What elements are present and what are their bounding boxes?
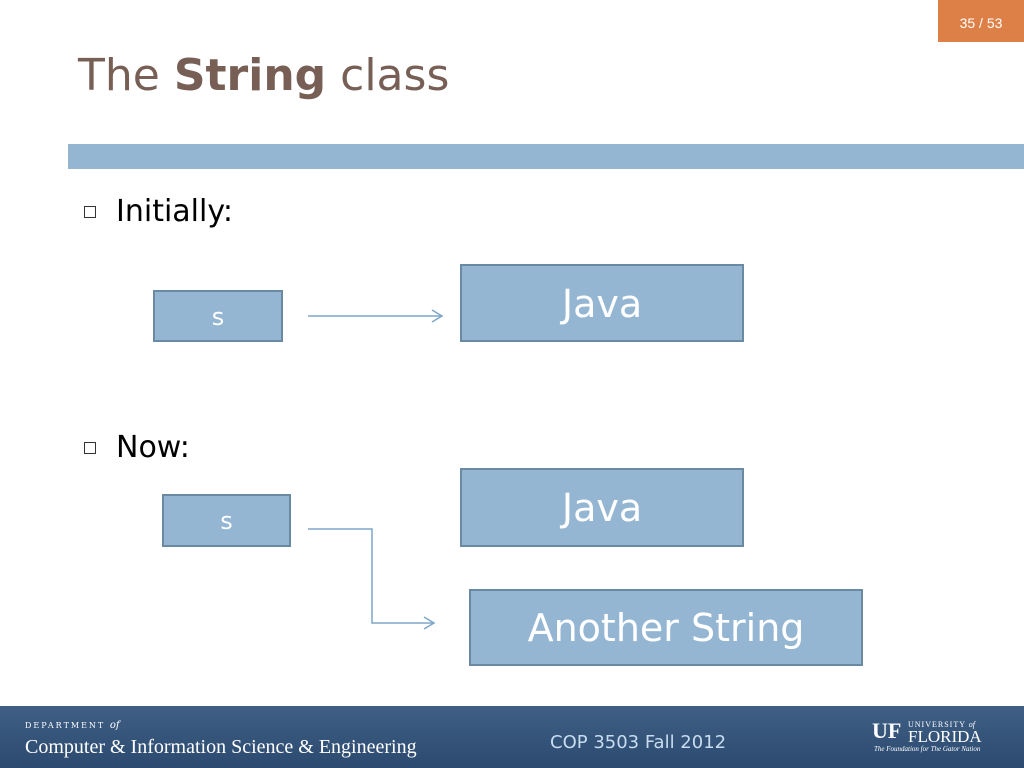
- title-bold: String: [173, 50, 327, 101]
- title-prefix: The: [78, 50, 174, 101]
- uf-mark: UF: [872, 718, 902, 743]
- uf-logo: UF UNIVERSITY of FLORIDA The Foundation …: [872, 720, 1002, 762]
- bullet-text: Now:: [116, 430, 190, 465]
- uf-university-word: UNIVERSITY: [908, 720, 966, 729]
- department-word: DEPARTMENT: [25, 721, 106, 730]
- square-bullet-icon: [84, 205, 96, 218]
- footer-bar: DEPARTMENT of Computer & Information Sci…: [0, 706, 1024, 768]
- object-box-java-now: Java: [460, 468, 744, 547]
- bullet-initially: Initially:: [84, 194, 233, 229]
- object-box-another-string: Another String: [469, 589, 863, 666]
- uf-university-label: UNIVERSITY of: [908, 720, 975, 729]
- department-name: Computer & Information Science & Enginee…: [25, 736, 417, 758]
- uf-of-word: of: [968, 720, 975, 729]
- slide-number: 35 / 53: [938, 0, 1024, 42]
- department-of: of: [109, 720, 120, 731]
- variable-box-s-now: s: [162, 494, 291, 547]
- uf-florida-label: FLORIDA: [908, 727, 982, 746]
- square-bullet-icon: [84, 441, 96, 454]
- title-underline-bar: [68, 144, 1024, 169]
- department-label: DEPARTMENT of: [25, 720, 120, 731]
- arrow-now: [308, 528, 436, 630]
- arrow-initial: [308, 309, 444, 323]
- title-suffix: class: [326, 50, 450, 101]
- bullet-now: Now:: [84, 430, 190, 465]
- bullet-text: Initially:: [116, 194, 234, 229]
- object-box-java-initial: Java: [460, 264, 744, 342]
- variable-box-s-initial: s: [153, 290, 283, 342]
- course-label: COP 3503 Fall 2012: [550, 732, 727, 753]
- slide-title: The String class: [78, 50, 449, 101]
- uf-tagline: The Foundation for The Gator Nation: [874, 745, 981, 753]
